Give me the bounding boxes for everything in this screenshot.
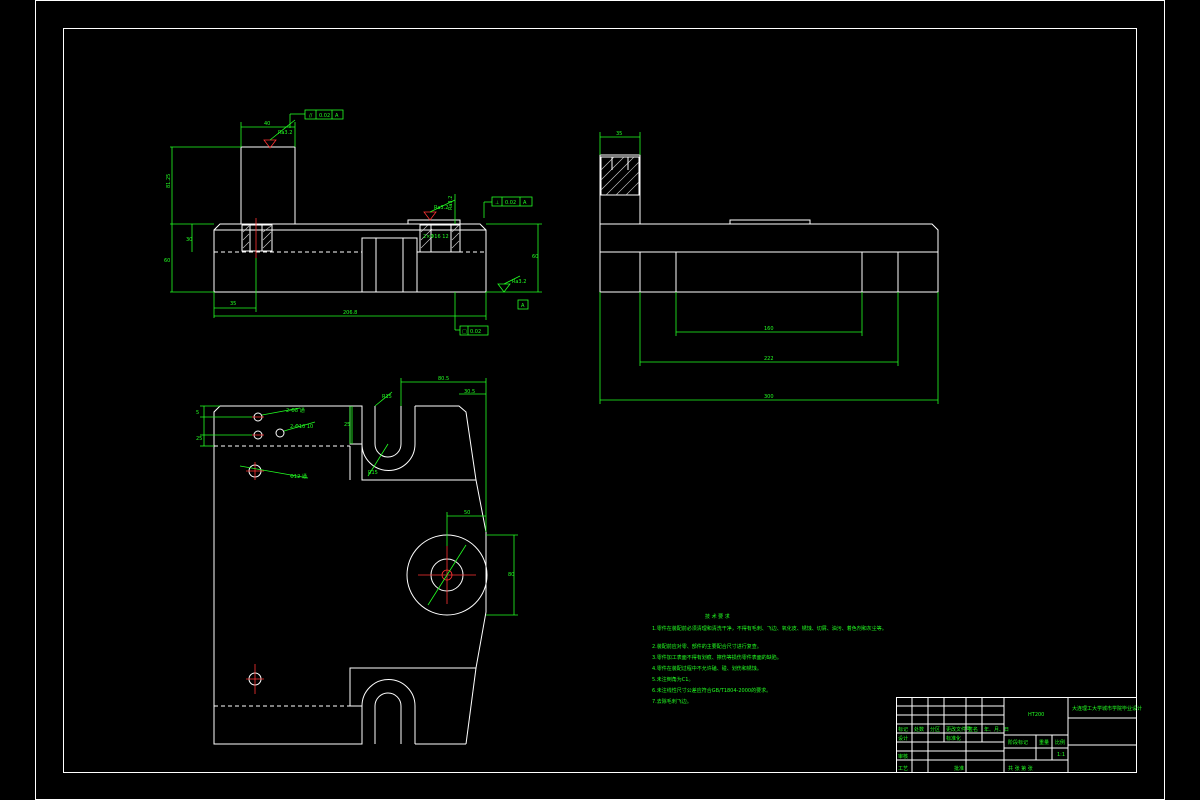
tb-stage: 阶段标记 [1008,739,1028,746]
roughness-2b: Ra3.2 [448,196,454,210]
tb-label-5: 签名 [968,726,978,733]
note-6: 6.未注线性尺寸公差应符合GB/T1804-2000的要求。 [652,687,771,694]
notes-title: 技 术 要 求 [705,613,730,620]
bore-x: 50 [464,510,470,516]
tol-1-val: 0.02 [319,113,330,119]
tb-process: 工艺 [898,766,908,772]
tb-design: 设计 [898,735,908,742]
slot-r-2: R15 [368,470,378,476]
dim-top-width: 40 [264,121,270,127]
hole3-note: Φ12 通 [290,473,307,480]
side-dim-inner: 160 [764,326,774,332]
note-5: 5.未注倒角为C1。 [652,676,693,683]
roughness-2: Ra3.2 [434,205,448,211]
tb-weight: 重量 [1039,739,1049,746]
note-3: 3.零件加工表面不得有划痕、擦伤等损伤零件表面的缺陷。 [652,654,782,661]
roughness-1: Ra3.2 [278,130,292,136]
hole1-note: 2-Φ8 通 [286,407,305,414]
tol-2-val: 0.02 [505,200,516,206]
tb-scale: 1:1 [1057,752,1065,758]
dim-left-height: 81.25 [166,174,172,188]
top-view: 80.5 30.5 R15 R15 5 25 25 50 80 2-Φ8 通 2… [196,376,518,745]
tb-approve: 批准 [954,765,964,772]
note-2: 2.装配前应对零、部件的主要配合尺寸进行复查。 [652,643,762,650]
tb-label-2: 处数 [914,726,924,733]
tb-label-6: 年、月、日 [984,726,1009,733]
tol-3-sym: □ [462,329,467,335]
tol-1-sym: // [309,113,313,119]
tol-2-datum: A [523,200,527,206]
left-dim-b: 25 [196,436,202,442]
inner-border [63,28,1137,773]
tb-label-1: 标记 [898,726,908,733]
note-1: 1.零件在装配前必须清理和清洗干净，不得有毛刺、飞边、氧化皮、锈蚀、切屑、油污、… [652,625,887,632]
tb-label-4: 更改文件号 [946,726,971,733]
tol-2-sym: ⊥ [495,200,499,206]
slot-r: R15 [382,394,392,400]
technical-notes: 技 术 要 求 1.零件在装配前必须清理和清洗干净，不得有毛刺、飞边、氧化皮、锈… [652,613,887,705]
dim-mid-height: 30 [186,237,192,243]
dim-hole-note: 2×Φ16 12 [423,234,449,240]
tb-check: 审核 [898,753,908,760]
tb-material: HT200 [1028,712,1044,718]
note-4: 4.零件在装配过程中不允许磕、碰、划伤和锈蚀。 [652,665,762,672]
left-dim-a: 5 [196,410,199,416]
dim-base-left: 35 [230,301,236,307]
hole2-note: 2-Φ10 10 [290,424,313,430]
datum-label: A [521,303,525,309]
side-dim-overall: 300 [764,394,774,400]
tol-1-datum: A [335,113,339,119]
side-dim-top: 35 [616,131,622,137]
dim-overall-length: 206.8 [343,310,357,316]
top-dim-a: 80.5 [438,376,449,382]
tb-sheet: 共 张 第 张 [1008,765,1033,772]
tb-scale-label: 比例 [1055,739,1065,746]
tb-label-3: 分区 [930,726,940,733]
tb-company: 大连理工大学城市学院毕业设计 [1072,705,1142,712]
side-dim-middle: 222 [764,356,774,362]
title-block: 标记 处数 分区 更改文件号 签名 年、月、日 设计 标准化 审核 工艺 批准 … [896,697,1142,773]
tol-3-val: 0.02 [470,329,481,335]
tb-std: 标准化 [946,735,961,742]
note-7: 7.去除毛刺飞边。 [652,698,692,705]
slot-depth: 25 [344,422,350,428]
dim-base-height: 60 [164,258,170,264]
front-view: 40 81.25 30 60 35 206.8 60 Ra3.2 // 0.02… [164,109,542,336]
top-dim-b: 30.5 [464,389,475,395]
side-view: 35 160 222 300 [599,131,939,404]
dim-right-height: 60 [532,254,538,260]
roughness-3: Ra3.2 [512,279,526,285]
bore-dia: 80 [508,572,514,578]
